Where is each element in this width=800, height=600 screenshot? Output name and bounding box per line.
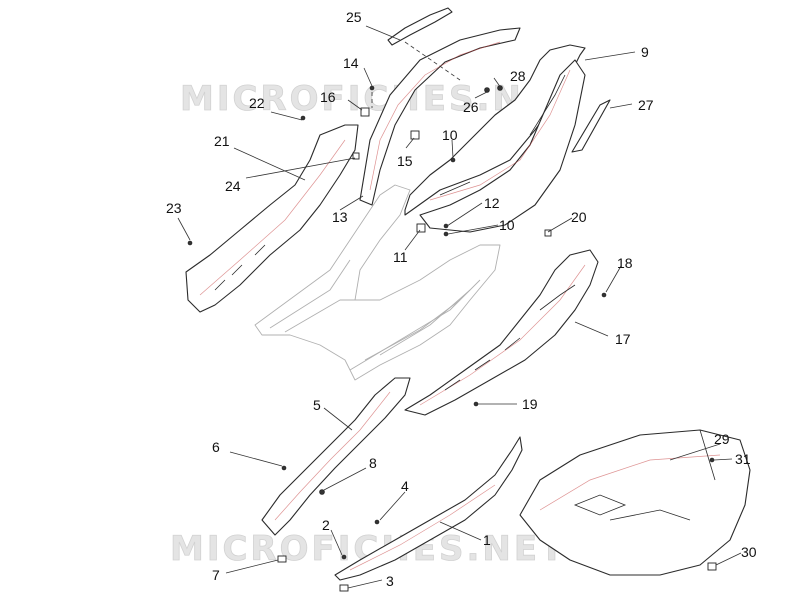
callout-31: 31 (735, 451, 751, 467)
callout-10-upper: 10 (442, 127, 458, 143)
part-25-rail-strip[interactable] (387, 7, 453, 46)
callout-6: 6 (212, 439, 220, 455)
callout-23: 23 (166, 200, 182, 216)
callout-8: 8 (369, 455, 377, 471)
callout-3: 3 (386, 573, 394, 589)
callout-10-lower: 10 (499, 217, 515, 233)
callout-17: 17 (615, 331, 631, 347)
callout-7: 7 (212, 567, 220, 583)
clip-11 (416, 223, 426, 233)
clip-30 (707, 562, 717, 571)
leader-lines (177, 25, 742, 589)
part-27-side-strip[interactable] (571, 99, 611, 153)
clip-7 (277, 555, 287, 563)
screw-6 (281, 465, 287, 471)
callout-29: 29 (714, 431, 730, 447)
callout-18: 18 (617, 255, 633, 271)
callout-5: 5 (313, 397, 321, 413)
callout-15: 15 (397, 153, 413, 169)
nut-8 (319, 489, 325, 495)
callout-30: 30 (741, 544, 757, 560)
screw-10-upper (450, 157, 456, 163)
clip-15 (410, 130, 420, 140)
screw-2 (341, 554, 347, 560)
part-17-right-side-panel[interactable] (404, 249, 599, 416)
callout-12: 12 (484, 195, 500, 211)
screw-18 (601, 292, 607, 298)
part-13-arc-trim[interactable] (359, 27, 521, 206)
screw-10-lower (443, 231, 449, 237)
clip-3 (339, 584, 349, 592)
callout-20: 20 (571, 209, 587, 225)
callout-13: 13 (332, 209, 348, 225)
screw-22 (300, 115, 306, 121)
screw-14 (369, 85, 375, 91)
part-5-left-footrest-trim[interactable] (261, 377, 411, 536)
clip-16 (360, 107, 370, 117)
callout-27: 27 (638, 97, 654, 113)
screw-23 (187, 240, 193, 246)
part-9-rear-side-cover[interactable] (404, 44, 586, 233)
callout-16: 16 (320, 89, 336, 105)
part-1-right-footrest-trim[interactable] (334, 436, 523, 581)
part-21-left-side-panel[interactable] (185, 124, 359, 313)
nut-12 (443, 223, 449, 229)
clip-20 (544, 229, 552, 237)
screw-31 (709, 457, 715, 463)
callout-labels: 25 9 14 28 16 22 26 27 10 21 15 24 12 23… (166, 9, 757, 589)
nut-26 (484, 87, 490, 93)
clip-24 (352, 152, 360, 160)
watermark-top: MICROFICHES.NET (180, 79, 576, 119)
footboard-ghost (254, 184, 501, 381)
callout-24: 24 (225, 178, 241, 194)
callout-14: 14 (343, 55, 359, 71)
callout-4: 4 (401, 478, 409, 494)
screw-19 (473, 401, 479, 407)
callout-1: 1 (483, 532, 491, 548)
callout-21: 21 (214, 133, 230, 149)
callout-9: 9 (641, 44, 649, 60)
callout-19: 19 (522, 396, 538, 412)
callout-2: 2 (322, 517, 330, 533)
callout-22: 22 (249, 95, 265, 111)
nut-28 (497, 85, 503, 91)
screw-4 (374, 519, 380, 525)
part-29-underseat-tray[interactable] (519, 429, 751, 576)
callout-28: 28 (510, 68, 526, 84)
callout-11: 11 (393, 249, 408, 265)
callout-26: 26 (463, 99, 479, 115)
watermark-bottom: MICROFICHES.NET (170, 529, 566, 569)
callout-25: 25 (346, 9, 362, 25)
